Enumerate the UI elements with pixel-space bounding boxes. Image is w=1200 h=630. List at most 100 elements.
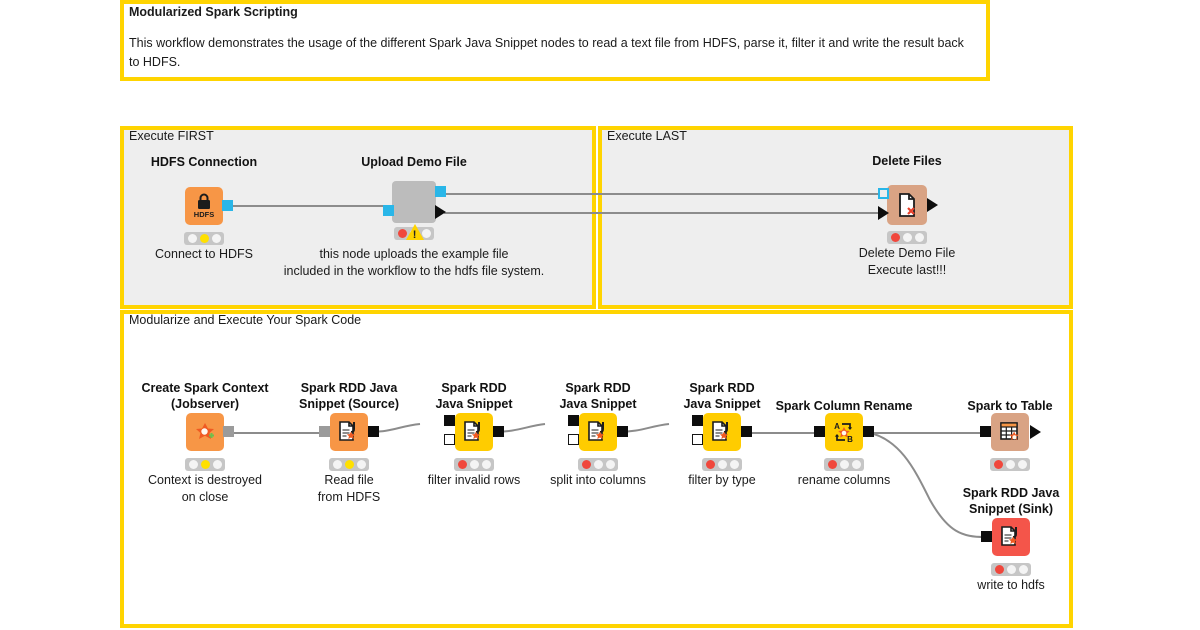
port-input-rdd[interactable]: [980, 426, 991, 437]
svg-text:HDFS: HDFS: [194, 210, 214, 219]
status-bulb-red: [187, 234, 197, 243]
node-annotation: filter invalid rows: [427, 473, 521, 487]
node-annotation: write to hdfs: [977, 578, 1045, 592]
node-title: Spark RDD Java Snippet (Source): [298, 381, 400, 411]
node-status-bar: [991, 563, 1031, 576]
port-output-connection[interactable]: [222, 200, 233, 211]
node-title: Spark Column Rename: [775, 399, 913, 413]
node-annotation: filter by type: [688, 473, 756, 487]
status-bulb-green: [605, 460, 615, 469]
status-bulb-red: [457, 460, 467, 469]
node-icon-container[interactable]: [992, 518, 1030, 556]
java-snippet-icon: [1001, 526, 1018, 546]
status-bulb-yellow: [1006, 565, 1016, 574]
node-icon-container[interactable]: [703, 413, 741, 451]
connection-upload-to-delete-bottom: [444, 212, 884, 214]
table-icon: [1000, 422, 1019, 441]
status-bulb-red: [993, 460, 1003, 469]
description-annotation-body: This workflow demonstrates the usage of …: [129, 36, 964, 69]
port-output-table[interactable]: [1030, 425, 1041, 439]
port-input-rdd-optional[interactable]: [568, 434, 579, 445]
status-bulb-green: [729, 460, 739, 469]
node-status-bar: [184, 232, 224, 245]
status-bulb-yellow: [902, 233, 912, 242]
port-output-rdd[interactable]: [493, 426, 504, 437]
port-input-rdd-primary[interactable]: [444, 415, 455, 426]
status-bulb-yellow: [200, 460, 210, 469]
port-output-connection[interactable]: [435, 186, 446, 197]
node-icon-container[interactable]: [392, 181, 436, 223]
node-annotation: Context is destroyed on close: [148, 473, 262, 504]
node-title: Spark RDD Java Snippet: [683, 381, 761, 411]
node-status-bar: [990, 458, 1030, 471]
node-title: Create Spark Context (Jobserver): [141, 381, 269, 411]
status-bulb-green: [211, 234, 221, 243]
port-input-connection[interactable]: [878, 188, 889, 199]
node-status-bar: [578, 458, 618, 471]
node-icon-container[interactable]: [330, 413, 368, 451]
status-bulb-red: [581, 460, 591, 469]
node-title: HDFS Connection: [150, 155, 258, 169]
status-bulb-red: [397, 229, 407, 238]
port-input-rdd[interactable]: [981, 531, 992, 542]
node-title: Delete Files: [872, 154, 942, 168]
connection-upload-to-delete-top: [444, 193, 884, 195]
node-icon-container[interactable]: HDFS: [185, 187, 223, 225]
node-status-bar: [824, 458, 864, 471]
port-input-rdd-optional[interactable]: [444, 434, 455, 445]
port-output-file[interactable]: [435, 205, 446, 219]
node-icon-container[interactable]: [455, 413, 493, 451]
port-output-rdd[interactable]: [741, 426, 752, 437]
node-title: Spark RDD Java Snippet (Sink): [962, 486, 1060, 516]
port-output-context[interactable]: [223, 426, 234, 437]
port-input-context[interactable]: [319, 426, 330, 437]
node-status-bar: [887, 231, 927, 244]
node-annotation: Read file from HDFS: [317, 473, 381, 504]
java-snippet-icon: [464, 421, 481, 441]
node-icon-container[interactable]: [991, 413, 1029, 451]
port-output-file[interactable]: [927, 198, 938, 212]
status-bulb-yellow: [469, 460, 479, 469]
port-input-rdd-optional[interactable]: [692, 434, 703, 445]
svg-text:A: A: [834, 422, 840, 431]
warning-icon: [406, 224, 424, 240]
port-input-connection[interactable]: [383, 205, 394, 216]
status-bulb-yellow: [1005, 460, 1015, 469]
status-bulb-green: [481, 460, 491, 469]
status-bulb-green: [1018, 565, 1028, 574]
node-title: Spark to Table: [967, 399, 1053, 413]
status-bulb-green: [356, 460, 366, 469]
node-icon-container[interactable]: A B: [825, 413, 863, 451]
node-icon-container[interactable]: [186, 413, 224, 451]
port-input-rdd[interactable]: [814, 426, 825, 437]
status-bulb-green: [914, 233, 924, 242]
java-snippet-icon: [339, 421, 356, 441]
status-bulb-green: [851, 460, 861, 469]
node-annotation: Delete Demo File Execute last!!!: [858, 246, 956, 277]
connection-filtertype-to-rename: [735, 432, 825, 434]
port-input-rdd-primary[interactable]: [692, 415, 703, 426]
status-bulb-red: [188, 460, 198, 469]
node-title: Upload Demo File: [361, 155, 467, 169]
status-bulb-red: [827, 460, 837, 469]
node-status-bar: [454, 458, 494, 471]
node-icon-container[interactable]: [887, 185, 927, 225]
connection-hdfs-to-upload: [228, 205, 388, 207]
port-output-rdd[interactable]: [863, 426, 874, 437]
status-bulb-red: [332, 460, 342, 469]
description-annotation: [120, 0, 990, 81]
port-input-file[interactable]: [878, 206, 889, 220]
port-input-rdd-primary[interactable]: [568, 415, 579, 426]
status-bulb-yellow: [717, 460, 727, 469]
status-bulb-yellow: [344, 460, 354, 469]
execute-last-frame-title: Execute LAST: [607, 129, 687, 143]
warning-exclamation: !: [412, 229, 417, 241]
node-icon-container[interactable]: [579, 413, 617, 451]
svg-text:B: B: [847, 435, 853, 444]
port-output-rdd[interactable]: [617, 426, 628, 437]
node-title: Spark RDD Java Snippet: [435, 381, 513, 411]
node-annotation: split into columns: [550, 473, 646, 487]
spark-star-icon: [196, 423, 214, 439]
port-output-rdd[interactable]: [368, 426, 379, 437]
status-bulb-yellow: [593, 460, 603, 469]
